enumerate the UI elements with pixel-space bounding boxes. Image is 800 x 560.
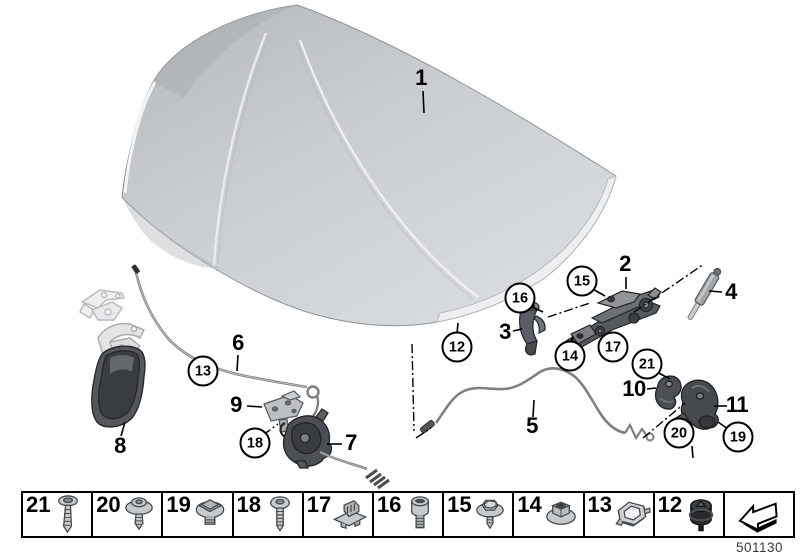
cover-pocket (91, 345, 146, 428)
callout-6[interactable]: 6 (232, 330, 244, 355)
legend-item-17[interactable]: 17 (301, 492, 372, 536)
rubber-buffer-icon (688, 499, 714, 532)
direction-arrow-icon (738, 502, 778, 533)
ghost-hinge-upper (79, 289, 125, 321)
clip-block-icon (332, 500, 368, 530)
legend-item-number: 18 (236, 492, 262, 517)
callout-14-circled[interactable]: 14 (554, 340, 586, 372)
callout-12-circled[interactable]: 12 (441, 331, 473, 363)
callout-7[interactable]: 7 (345, 430, 357, 455)
callout-9[interactable]: 9 (230, 392, 242, 417)
socket-bolt-icon (411, 496, 430, 529)
expanding-rivet-icon (195, 499, 224, 525)
legend-item-16[interactable]: 16 (371, 492, 443, 536)
diagram-part-number: 501130 (736, 540, 784, 555)
hood-front-edge-face (436, 175, 617, 323)
legend-item-number: 15 (447, 492, 472, 517)
legend-item-number: 21 (26, 492, 51, 517)
legend-item-number: 14 (517, 492, 542, 517)
pan-head-screw-icon (269, 496, 290, 532)
callout-20-circled[interactable]: 20 (663, 417, 695, 449)
grommet-part-10 (654, 375, 682, 410)
callout-2[interactable]: 2 (619, 251, 631, 276)
legend-item-number: 20 (96, 492, 121, 517)
callout-11[interactable]: 11 (725, 392, 749, 417)
hood-panel (121, 4, 617, 327)
flange-nut-icon (545, 501, 576, 525)
callout-5[interactable]: 5 (526, 413, 538, 438)
cable-end-tip (131, 264, 140, 274)
callout-10[interactable]: 10 (622, 376, 646, 401)
washer-screw-icon (125, 497, 154, 531)
legend-item-number: 12 (657, 492, 683, 517)
fastener-legend: 21 20 19 18 17 16 15 14 13 12 (21, 491, 795, 538)
callout-4[interactable]: 4 (725, 279, 737, 304)
gas-strut (687, 267, 722, 321)
legend-item-21[interactable]: 21 (23, 492, 92, 536)
callout-15-circled[interactable]: 15 (566, 265, 598, 297)
legend-item-number: 13 (587, 492, 612, 517)
callout-3[interactable]: 3 (499, 319, 511, 344)
legend-item-15[interactable]: 15 (442, 492, 513, 536)
callout-17-circled[interactable]: 17 (597, 331, 629, 363)
callout-8[interactable]: 8 (114, 433, 126, 458)
callout-1[interactable]: 1 (415, 65, 427, 90)
callout-16-circled[interactable]: 16 (504, 282, 536, 314)
legend-item-number: 17 (306, 492, 332, 517)
legend-item-20[interactable]: 20 (91, 492, 162, 536)
hood-lock (279, 408, 333, 469)
callout-13-circled[interactable]: 13 (187, 355, 219, 387)
legend-item-13[interactable]: 13 (582, 492, 653, 536)
callout-18-circled[interactable]: 18 (239, 427, 271, 459)
cage-clip-icon (615, 501, 651, 527)
legend-item-18[interactable]: 18 (231, 492, 302, 536)
rear-release-cable (419, 367, 655, 442)
callout-19-circled[interactable]: 19 (722, 421, 754, 453)
legend-item-number: 16 (376, 492, 402, 517)
lock-cable (319, 450, 368, 471)
long-screw-icon (58, 495, 79, 534)
legend-item-number: 19 (166, 492, 191, 517)
legend-item-19[interactable]: 19 (161, 492, 232, 536)
legend-item-12[interactable]: 12 (652, 492, 723, 536)
hex-bolt-washer-icon (476, 499, 505, 530)
connector-prongs (365, 468, 390, 490)
legend-item-14[interactable]: 14 (512, 492, 583, 536)
callout-21-circled[interactable]: 21 (631, 348, 663, 380)
legend-next-diagram-arrow[interactable] (722, 493, 794, 536)
cable-end-fitting (419, 420, 435, 434)
